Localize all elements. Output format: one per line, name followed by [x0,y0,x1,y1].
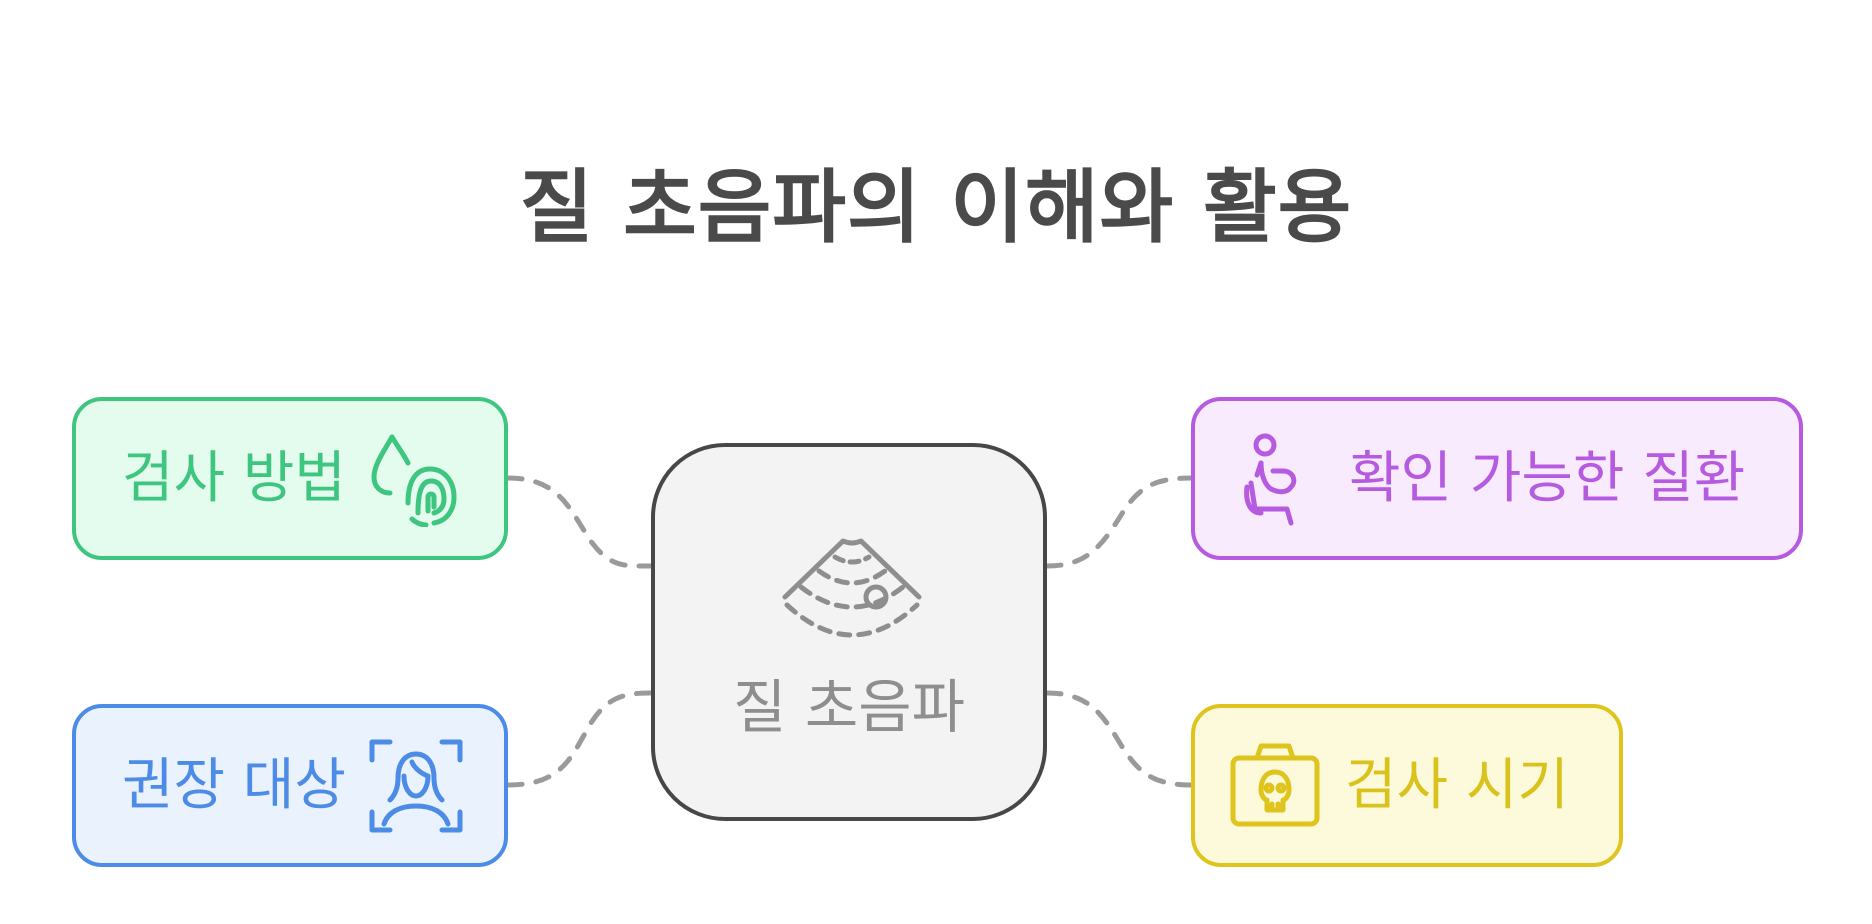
branch-node-recommended-target: 권장 대상 [72,704,508,867]
branch-node-test-method: 검사 방법 [72,397,508,560]
branch-label-detectable-diseases: 확인 가능한 질환 [1349,445,1746,511]
center-node: 질 초음파 [651,443,1047,821]
center-label: 질 초음파 [733,673,965,741]
connector-right-bottom [1044,690,1194,788]
diagram-title: 질 초음파의 이해와 활용 [519,161,1353,254]
branch-label-recommended-target: 권장 대상 [122,752,346,818]
branch-label-test-timing: 검사 시기 [1345,752,1569,818]
fingerprint-drop-icon [371,434,457,527]
connector-left-bottom [505,690,654,788]
woman-face-scan-icon [369,739,463,832]
ultrasound-scan-icon [782,538,922,638]
connector-left-top [505,475,654,569]
pregnant-woman-icon [1244,433,1297,525]
branch-label-test-method: 검사 방법 [122,445,346,511]
connector-right-top [1044,475,1194,569]
camera-skull-icon [1230,743,1320,826]
branch-node-test-timing: 검사 시기 [1191,704,1623,867]
branch-node-detectable-diseases: 확인 가능한 질환 [1191,397,1803,560]
